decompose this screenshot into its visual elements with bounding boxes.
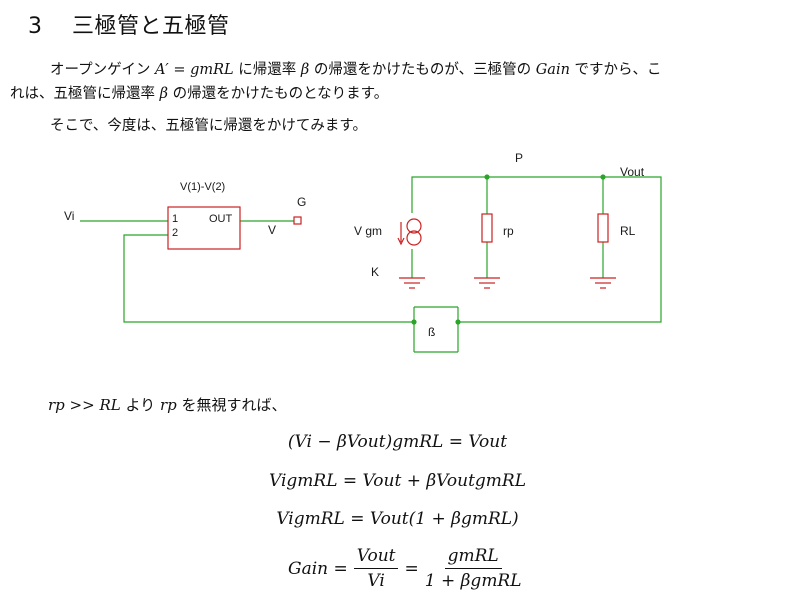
label-k: K [371,265,379,279]
fraction-denominator: Vi [367,571,385,591]
text: より [120,396,160,414]
label-vi: Vi [64,209,74,223]
text: れは、五極管に帰還率 [10,86,160,102]
text: に帰還率 [233,62,301,78]
text: オープンゲイン [50,62,155,78]
label-pin2: 2 [172,227,178,239]
section-title: 三極管と五極管 [72,14,230,39]
equation-3: VigmRL = Vout(1 + βgmRL) [276,509,519,529]
fraction-numerator: gmRL [444,546,502,569]
label-rl: RL [620,224,636,238]
text: の帰還をかけたものが、三極管の [309,62,536,78]
circuit-junctions [411,174,606,325]
section-heading: 3 三極管と五極管 [28,8,230,40]
circuit-wires [80,176,662,353]
math-beta: β [300,62,310,78]
condition-line: rp >> RL より rp を無視すれば、 [48,394,287,415]
paragraph-open-gain: オープンゲイン A′ = gmRL に帰還率 β の帰還をかけたものが、三極管の… [10,58,770,106]
paragraph-feedback: そこで、今度は、五極管に帰還をかけてみます。 [50,118,367,134]
label-amp-caption: V(1)-V(2) [180,181,225,193]
current-arrowhead [397,237,405,246]
amplifier-block [167,206,241,250]
equation-2: VigmRL = Vout + βVoutgmRL [269,471,526,491]
label-beta: ß [428,325,435,339]
current-source-upper [406,218,422,234]
label-rp: rp [503,224,514,238]
fraction-gain-formula: gmRL 1 + βgmRL [425,546,522,591]
equals-sign: = [404,558,419,579]
rp-resistor [481,213,493,243]
section-number: 3 [28,14,43,39]
label-vout: Vout [620,165,645,179]
fraction-denominator: 1 + βgmRL [424,571,522,591]
text: ですから、こ [569,62,662,78]
circuit-components [167,206,616,289]
fraction-vout-vi: Vout Vi [353,546,399,591]
rl-resistor [597,213,609,243]
math-open-gain: A′ = gmRL [154,62,234,78]
text: を無視すれば、 [176,396,287,414]
text: の帰還をかけたものとなります。 [168,86,389,102]
math-rp: rp [159,396,177,414]
math-beta: β [159,86,168,102]
equation-gain: Gain = Vout Vi = gmRL 1 + βgmRL [288,546,528,591]
label-vgm: V gm [354,224,382,238]
gate-terminal [293,216,302,225]
gain-lhs: Gain = [288,558,348,579]
current-source-lower [406,230,422,246]
math-rp-rl: rp >> RL [48,396,121,414]
label-v: V [268,223,276,237]
equation-1: (Vi − βVout)gmRL = Vout [287,432,508,452]
math-gain: Gain [535,62,570,78]
label-out: OUT [209,213,233,225]
label-pin1: 1 [172,213,178,225]
fraction-numerator: Vout [353,546,399,569]
label-p: P [515,151,523,165]
label-g: G [297,195,306,209]
